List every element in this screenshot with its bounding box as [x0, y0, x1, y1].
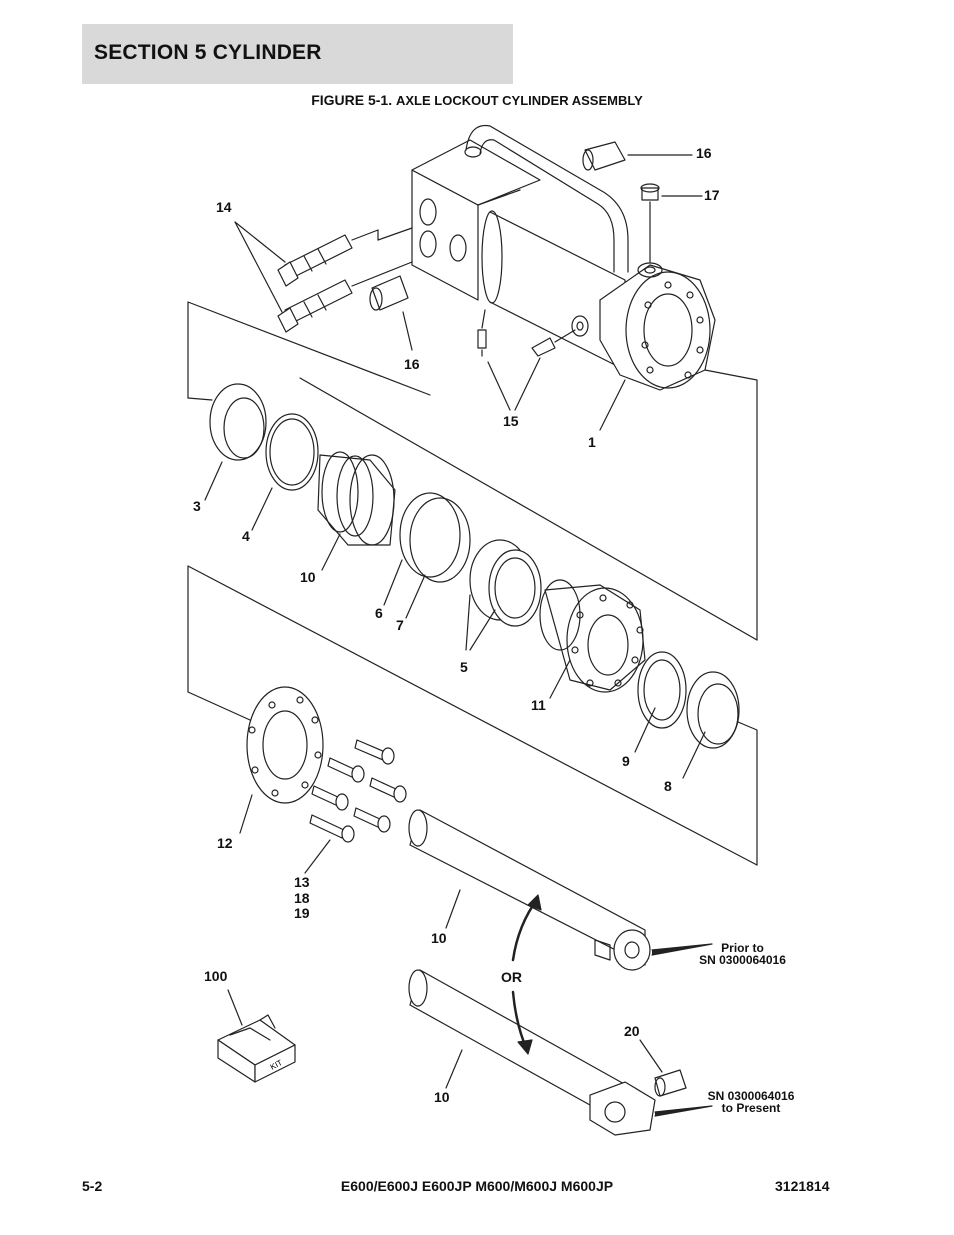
- seal-stack: [204, 383, 740, 779]
- callout-10-upper: 10: [300, 569, 316, 585]
- callout-18: 18: [294, 890, 310, 906]
- serial-note-present-line1: SN 0300064016: [707, 1089, 795, 1103]
- callout-10-lower: 10: [434, 1089, 450, 1105]
- section-header: SECTION 5 CYLINDER: [82, 24, 513, 84]
- bushings-and-fittings: [369, 141, 703, 411]
- footer-models: E600/E600J E600JP M600/M600J M600JP: [340, 1178, 614, 1194]
- serial-note-present-line2: to Present: [721, 1101, 781, 1115]
- callout-12: 12: [217, 835, 233, 851]
- kit-box: [217, 989, 296, 1083]
- callout-20: 20: [624, 1023, 640, 1039]
- callout-1: 1: [588, 434, 596, 450]
- callout-4: 4: [242, 528, 250, 544]
- figure-name: AXLE LOCKOUT CYLINDER ASSEMBLY: [396, 93, 643, 108]
- rod-present: [408, 969, 713, 1136]
- callout-16-lower: 16: [404, 356, 420, 372]
- callout-6: 6: [375, 605, 383, 621]
- figure-title: FIGURE 5-1. AXLE LOCKOUT CYLINDER ASSEMB…: [0, 92, 954, 108]
- callout-9: 9: [622, 753, 630, 769]
- section-title: SECTION 5 CYLINDER: [94, 41, 322, 64]
- figure-prefix: FIGURE 5-1.: [311, 92, 393, 108]
- callout-19: 19: [294, 905, 310, 921]
- fittings-14: [234, 221, 413, 333]
- or-label: OR: [501, 969, 522, 985]
- serial-note-present: SN 0300064016 to Present: [700, 1090, 802, 1114]
- guide-lines: [187, 301, 758, 866]
- callout-7: 7: [396, 617, 404, 633]
- callout-5: 5: [460, 659, 468, 675]
- callout-100: 100: [204, 968, 228, 984]
- callout-17: 17: [704, 187, 720, 203]
- callout-8: 8: [664, 778, 672, 794]
- callout-13: 13: [294, 874, 310, 890]
- footer-page-number: 5-2: [82, 1178, 103, 1194]
- cylinder-barrel: [411, 124, 716, 431]
- flange-and-bolts: [239, 686, 407, 874]
- callout-11: 11: [531, 697, 546, 713]
- callout-16-upper: 16: [696, 145, 712, 161]
- serial-note-prior: Prior to SN 0300064016: [690, 942, 795, 966]
- rod-prior: [408, 809, 713, 971]
- callout-14: 14: [216, 199, 232, 215]
- callout-10-middle: 10: [431, 930, 447, 946]
- or-arrow: [511, 894, 542, 1055]
- serial-note-prior-line2: SN 0300064016: [699, 953, 786, 967]
- callout-3: 3: [193, 498, 201, 514]
- serial-note-prior-line1: Prior to: [721, 941, 764, 955]
- callout-15: 15: [503, 413, 519, 429]
- footer-doc-number: 3121814: [775, 1178, 830, 1194]
